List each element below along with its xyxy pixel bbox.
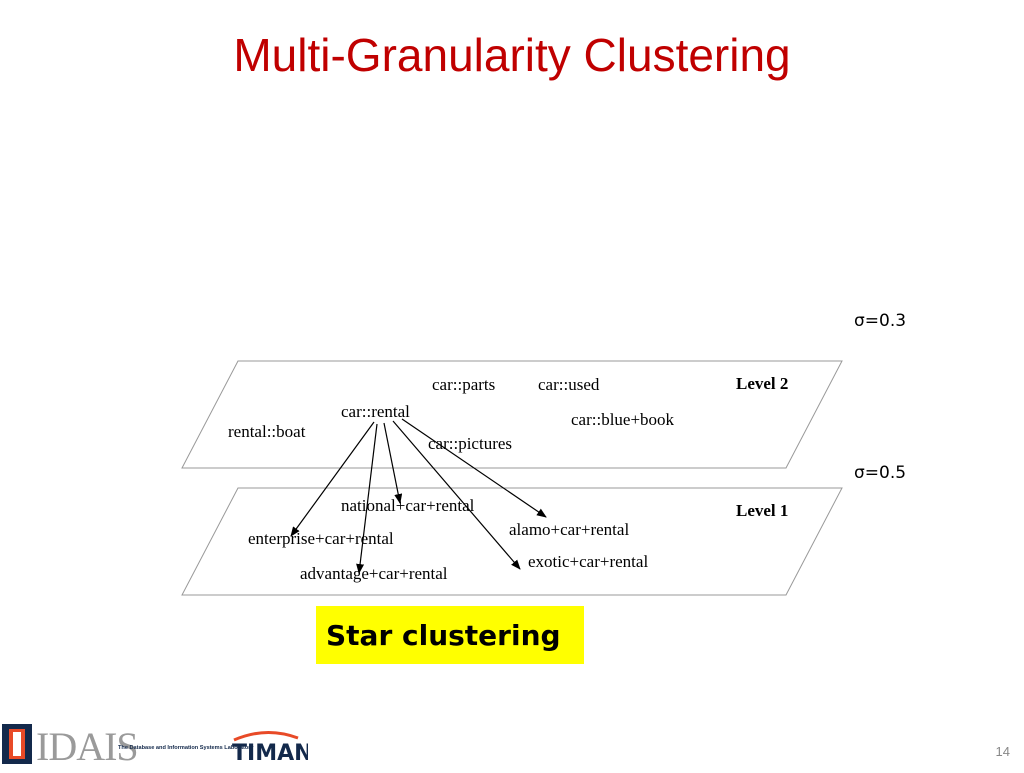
node-car-pictures: car::pictures — [428, 434, 512, 453]
idais-logo-caption: The Database and Information Systems Lab… — [118, 745, 254, 751]
node-advantage-car-rental: advantage+car+rental — [300, 564, 448, 583]
node-national-car-rental: national+car+rental — [341, 496, 475, 515]
node-car-rental: car::rental — [341, 402, 410, 421]
sigma-threshold-level-1: σ=0.5 — [854, 463, 907, 483]
edge-car-rental-to-alamo — [401, 418, 547, 518]
node-rental-boat: rental::boat — [228, 422, 306, 441]
page-number: 14 — [995, 744, 1010, 759]
timan-logo: TIMAN — [232, 730, 308, 766]
node-car-blue-book: car::blue+book — [571, 410, 675, 429]
level-2-plane — [181, 360, 843, 469]
sigma-threshold-level-2: σ=0.3 — [854, 311, 907, 331]
node-car-parts: car::parts — [432, 375, 495, 394]
edge-car-rental-to-enterprise — [290, 421, 375, 537]
level-2-label: Level 2 — [736, 374, 788, 393]
slide-title: Multi-Granularity Clustering — [233, 29, 791, 81]
node-car-used: car::used — [538, 375, 600, 394]
star-clustering-badge: Star clustering — [316, 606, 584, 664]
edge-car-rental-to-exotic — [392, 420, 521, 570]
idais-logo-text: IDAIS — [36, 724, 138, 768]
idais-logo: IDAIS The Database and Information Syste… — [2, 724, 254, 769]
node-exotic-car-rental: exotic+car+rental — [528, 552, 648, 571]
edge-car-rental-to-national — [383, 422, 403, 504]
node-alamo-car-rental: alamo+car+rental — [509, 520, 629, 539]
edge-car-rental-to-advantage — [356, 423, 378, 574]
level-1-plane — [181, 487, 843, 596]
footer-logos: IDAIS The Database and Information Syste… — [0, 720, 340, 769]
timan-logo-text: TIMAN — [232, 741, 308, 766]
node-enterprise-car-rental: enterprise+car+rental — [248, 529, 394, 548]
level-1-label: Level 1 — [736, 501, 788, 520]
